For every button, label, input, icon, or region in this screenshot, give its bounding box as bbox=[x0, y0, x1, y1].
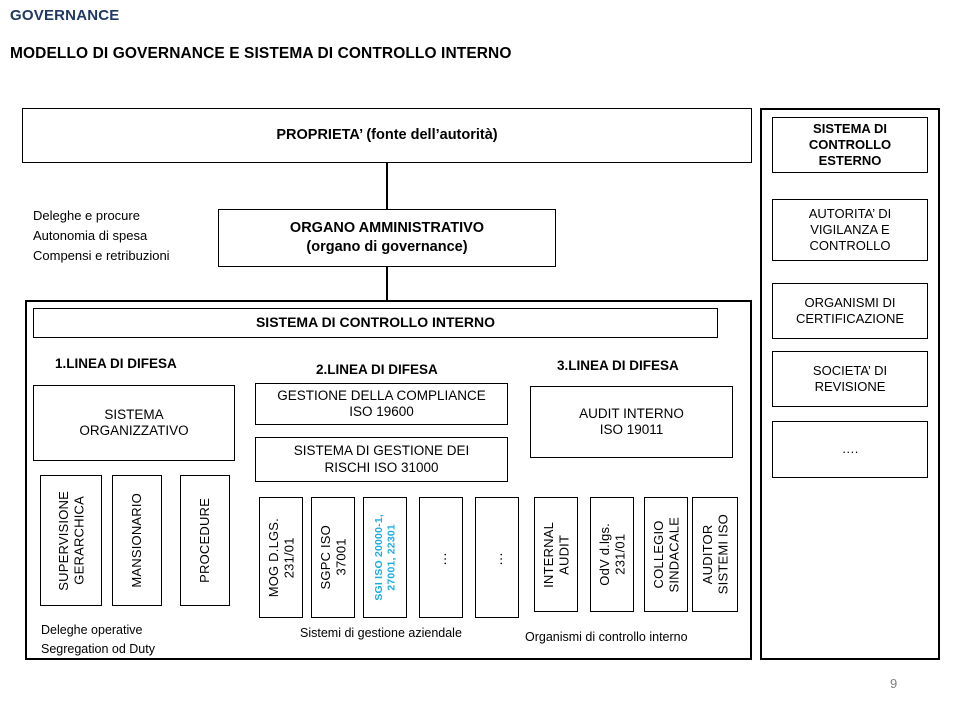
external-box-sistema-controllo-esterno-label: SISTEMA DI CONTROLLO ESTERNO bbox=[808, 120, 892, 169]
external-box-placeholder-label: …. bbox=[841, 441, 859, 457]
vbox-mog-dlgs-231-label: MOG D.LGS. 231/01 bbox=[265, 517, 296, 598]
caption-line-3: Organismi di controllo interno bbox=[525, 630, 688, 644]
node-sistema-gestione-rischi: SISTEMA DI GESTIONE DEI RISCHI ISO 31000 bbox=[255, 437, 508, 482]
internal-control-container bbox=[25, 300, 752, 660]
external-box-autorita-vigilanza: AUTORITA’ DI VIGILANZA E CONTROLLO bbox=[772, 199, 928, 261]
node-gestione-compliance: GESTIONE DELLA COMPLIANCE ISO 19600 bbox=[255, 383, 508, 425]
page-number: 9 bbox=[890, 676, 898, 691]
node-sistema-organizzativo-label: SISTEMA ORGANIZZATIVO bbox=[79, 406, 189, 438]
vbox-odv-dlgs-231-label: OdV d.lgs. 231/01 bbox=[596, 523, 627, 586]
vbox-sgi-iso-20000-label: SGI ISO 20000-1, 27001, 22301 bbox=[372, 514, 397, 601]
node-proprieta: PROPRIETA’ (fonte dell’autorità) bbox=[22, 108, 752, 163]
section-kicker: GOVERNANCE bbox=[10, 7, 120, 24]
vbox-sgpc-iso-37001-label: SGPC ISO 37001 bbox=[317, 525, 348, 590]
line-of-defense-1-heading: 1.LINEA DI DIFESA bbox=[55, 356, 177, 371]
line-of-defense-2-heading: 2.LINEA DI DIFESA bbox=[316, 362, 438, 377]
vbox-mansionario: MANSIONARIO bbox=[112, 475, 162, 606]
vbox-placeholder-1: … bbox=[419, 497, 463, 618]
external-box-organismi-certificazione: ORGANISMI DI CERTIFICAZIONE bbox=[772, 283, 928, 339]
external-box-societa-revisione-label: SOCIETA’ DI REVISIONE bbox=[812, 362, 888, 394]
vbox-placeholder-2-label: … bbox=[488, 549, 505, 566]
vbox-odv-dlgs-231: OdV d.lgs. 231/01 bbox=[590, 497, 634, 612]
vbox-internal-audit-label: INTERNAL AUDIT bbox=[540, 521, 571, 588]
node-audit-interno: AUDIT INTERNO ISO 19011 bbox=[530, 386, 733, 458]
vbox-supervisione-gerarchica: SUPERVISIONE GERARCHICA bbox=[40, 475, 102, 606]
caption-line-2: Sistemi di gestione aziendale bbox=[300, 626, 462, 640]
external-control-container bbox=[760, 108, 940, 660]
vbox-auditor-sistemi-iso-label: AUDITOR SISTEMI ISO bbox=[699, 514, 730, 595]
external-box-sistema-controllo-esterno: SISTEMA DI CONTROLLO ESTERNO bbox=[772, 117, 928, 173]
external-box-autorita-vigilanza-label: AUTORITA’ DI VIGILANZA E CONTROLLO bbox=[808, 205, 892, 254]
vbox-collegio-sindacale-label: COLLEGIO SINDACALE bbox=[650, 516, 681, 593]
vbox-placeholder-1-label: … bbox=[432, 549, 449, 566]
vbox-mansionario-label: MANSIONARIO bbox=[129, 493, 145, 588]
external-box-placeholder: …. bbox=[772, 421, 928, 478]
vbox-sgi-iso-20000: SGI ISO 20000-1, 27001, 22301 bbox=[363, 497, 407, 618]
node-organo-amministrativo: ORGANO AMMINISTRATIVO (organo di governa… bbox=[218, 209, 556, 267]
node-audit-interno-label: AUDIT INTERNO ISO 19011 bbox=[579, 405, 684, 437]
internal-control-title: SISTEMA DI CONTROLLO INTERNO bbox=[255, 314, 496, 331]
connector-proprieta-organo bbox=[386, 163, 388, 209]
external-box-societa-revisione: SOCIETA’ DI REVISIONE bbox=[772, 351, 928, 407]
vbox-procedure-label: PROCEDURE bbox=[197, 498, 213, 583]
node-proprieta-label: PROPRIETA’ (fonte dell’autorità) bbox=[276, 126, 498, 143]
vbox-collegio-sindacale: COLLEGIO SINDACALE bbox=[644, 497, 688, 612]
vbox-supervisione-gerarchica-label: SUPERVISIONE GERARCHICA bbox=[55, 490, 86, 591]
node-organo-label: ORGANO AMMINISTRATIVO (organo di governa… bbox=[289, 220, 485, 255]
vbox-placeholder-2: … bbox=[475, 497, 519, 618]
caption-line-1: Deleghe operative Segregation od Duty bbox=[41, 623, 155, 657]
node-gestione-compliance-label: GESTIONE DELLA COMPLIANCE ISO 19600 bbox=[277, 387, 486, 419]
internal-control-title-box: SISTEMA DI CONTROLLO INTERNO bbox=[33, 308, 718, 338]
page-title: MODELLO DI GOVERNANCE E SISTEMA DI CONTR… bbox=[10, 45, 512, 62]
external-box-organismi-certificazione-label: ORGANISMI DI CERTIFICAZIONE bbox=[795, 294, 905, 326]
deleghe-note: Deleghe e procure Autonomia di spesa Com… bbox=[33, 208, 170, 263]
connector-organo-sci bbox=[386, 267, 388, 300]
vbox-mog-dlgs-231: MOG D.LGS. 231/01 bbox=[259, 497, 303, 618]
vbox-internal-audit: INTERNAL AUDIT bbox=[534, 497, 578, 612]
vbox-procedure: PROCEDURE bbox=[180, 475, 230, 606]
vbox-sgpc-iso-37001: SGPC ISO 37001 bbox=[311, 497, 355, 618]
node-sistema-gestione-rischi-label: SISTEMA DI GESTIONE DEI RISCHI ISO 31000 bbox=[293, 443, 470, 475]
line-of-defense-3-heading: 3.LINEA DI DIFESA bbox=[557, 358, 679, 373]
vbox-auditor-sistemi-iso: AUDITOR SISTEMI ISO bbox=[692, 497, 738, 612]
node-sistema-organizzativo: SISTEMA ORGANIZZATIVO bbox=[33, 385, 235, 461]
